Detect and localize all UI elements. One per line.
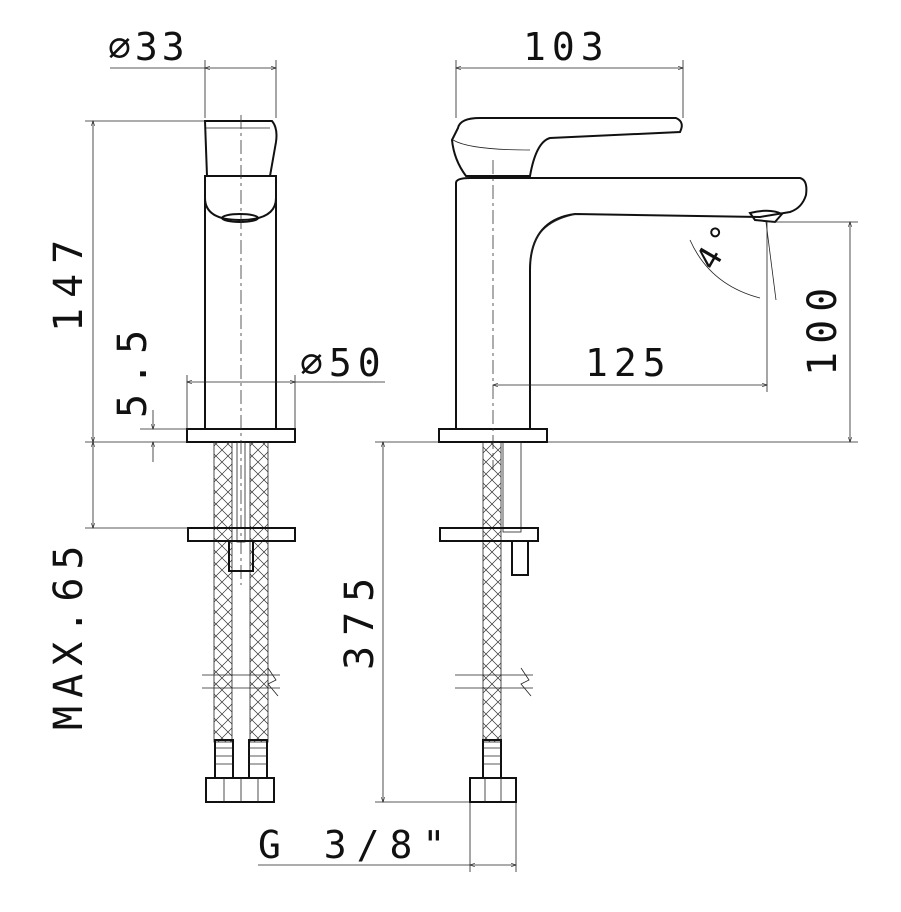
label-max-deck: MAX.65 bbox=[46, 538, 92, 731]
label-spout-height: 100 bbox=[800, 280, 846, 376]
front-lever bbox=[203, 120, 278, 177]
front-hex-nuts bbox=[205, 777, 275, 803]
side-fixing-plate bbox=[439, 527, 539, 542]
side-hex-nut bbox=[469, 777, 517, 803]
label-spout-reach: 125 bbox=[585, 341, 672, 385]
side-view bbox=[438, 117, 808, 803]
dimension-lines bbox=[85, 60, 858, 872]
front-hose-left bbox=[213, 441, 233, 743]
front-view bbox=[186, 115, 296, 803]
label-thread: G 3/8" bbox=[258, 823, 455, 867]
label-top-diameter: ∅33 bbox=[108, 25, 189, 69]
dimension-labels: ∅33 103 147 5.5 ∅50 125 100 4° MAX.65 37… bbox=[46, 25, 846, 867]
label-height: 147 bbox=[46, 230, 92, 332]
front-hose-right bbox=[249, 441, 269, 743]
label-hose-length: 375 bbox=[337, 568, 383, 670]
side-lever bbox=[450, 117, 683, 177]
label-projection-width: 103 bbox=[523, 25, 610, 69]
side-body bbox=[455, 177, 808, 430]
side-hose bbox=[482, 441, 502, 743]
front-fixing-plate bbox=[187, 527, 296, 542]
label-base-thickness: 5.5 bbox=[110, 322, 156, 418]
label-base-diameter: ∅50 bbox=[300, 341, 387, 385]
label-angle: 4° bbox=[688, 213, 746, 276]
